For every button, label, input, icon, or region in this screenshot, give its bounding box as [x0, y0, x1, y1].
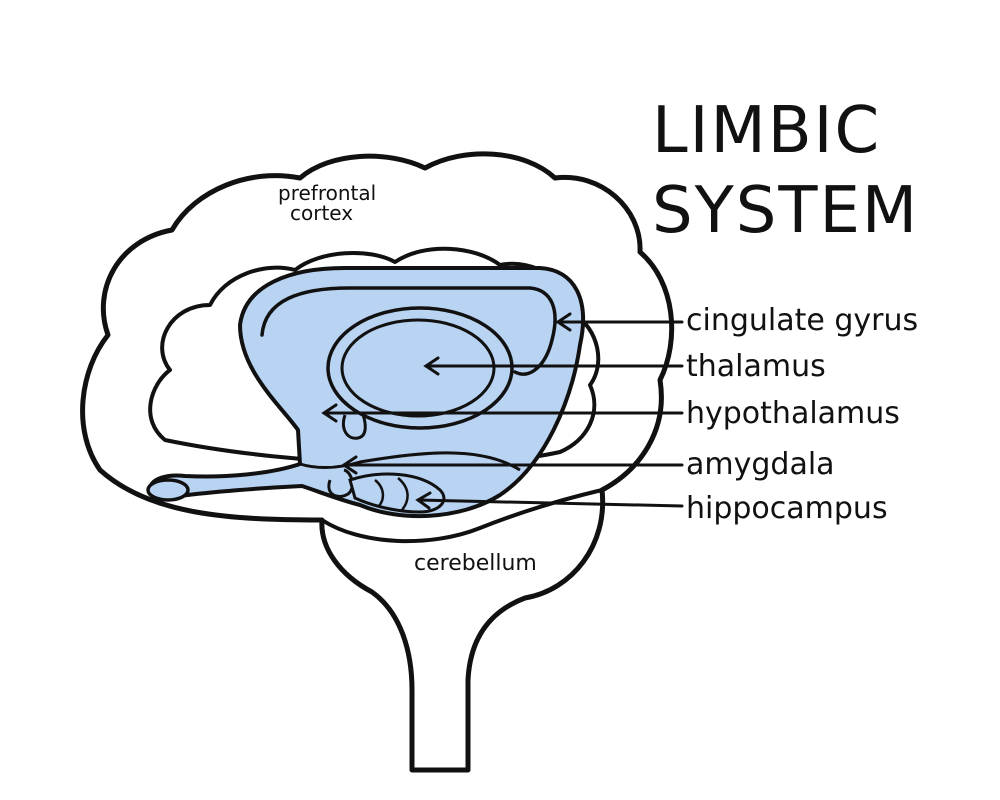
amygdala-shape	[327, 468, 354, 498]
prefrontal-cortex-label-line-2: cortex	[290, 201, 353, 225]
callout-lines	[321, 312, 684, 510]
callout-label-amygdala: amygdala	[686, 447, 835, 482]
hippocampus-arrowhead	[415, 491, 432, 510]
hypothalamus-arrowhead	[321, 403, 338, 423]
callout-label-hypothalamus: hypothalamus	[686, 396, 900, 431]
olfactory-bulb	[146, 478, 190, 502]
hippocampus-leader	[416, 498, 684, 508]
title-line-1: LIMBIC	[652, 94, 881, 168]
cerebellum-label: cerebellum	[414, 551, 537, 576]
thalamus-arrowhead	[423, 356, 440, 376]
callout-label-thalamus: thalamus	[686, 349, 826, 384]
cingulate-gyrus-arrowhead	[555, 312, 572, 332]
thalamus-shape	[326, 306, 514, 430]
hypothalamus-shape	[342, 411, 367, 440]
cerebellum-boundary	[320, 488, 604, 544]
hippocampus-fold-2	[397, 477, 409, 511]
title-line-2: SYSTEM	[652, 174, 919, 248]
callout-label-hippocampus: hippocampus	[686, 491, 888, 526]
callout-label-cingulate-gyrus: cingulate gyrus	[686, 303, 918, 338]
hippocampus-fold-1	[374, 479, 385, 508]
thalamus-inner-shape	[340, 318, 496, 418]
prefrontal-cortex-label-line-1: prefrontal	[278, 181, 376, 205]
fornix-band	[299, 451, 521, 472]
amygdala-arrowhead	[341, 455, 358, 475]
